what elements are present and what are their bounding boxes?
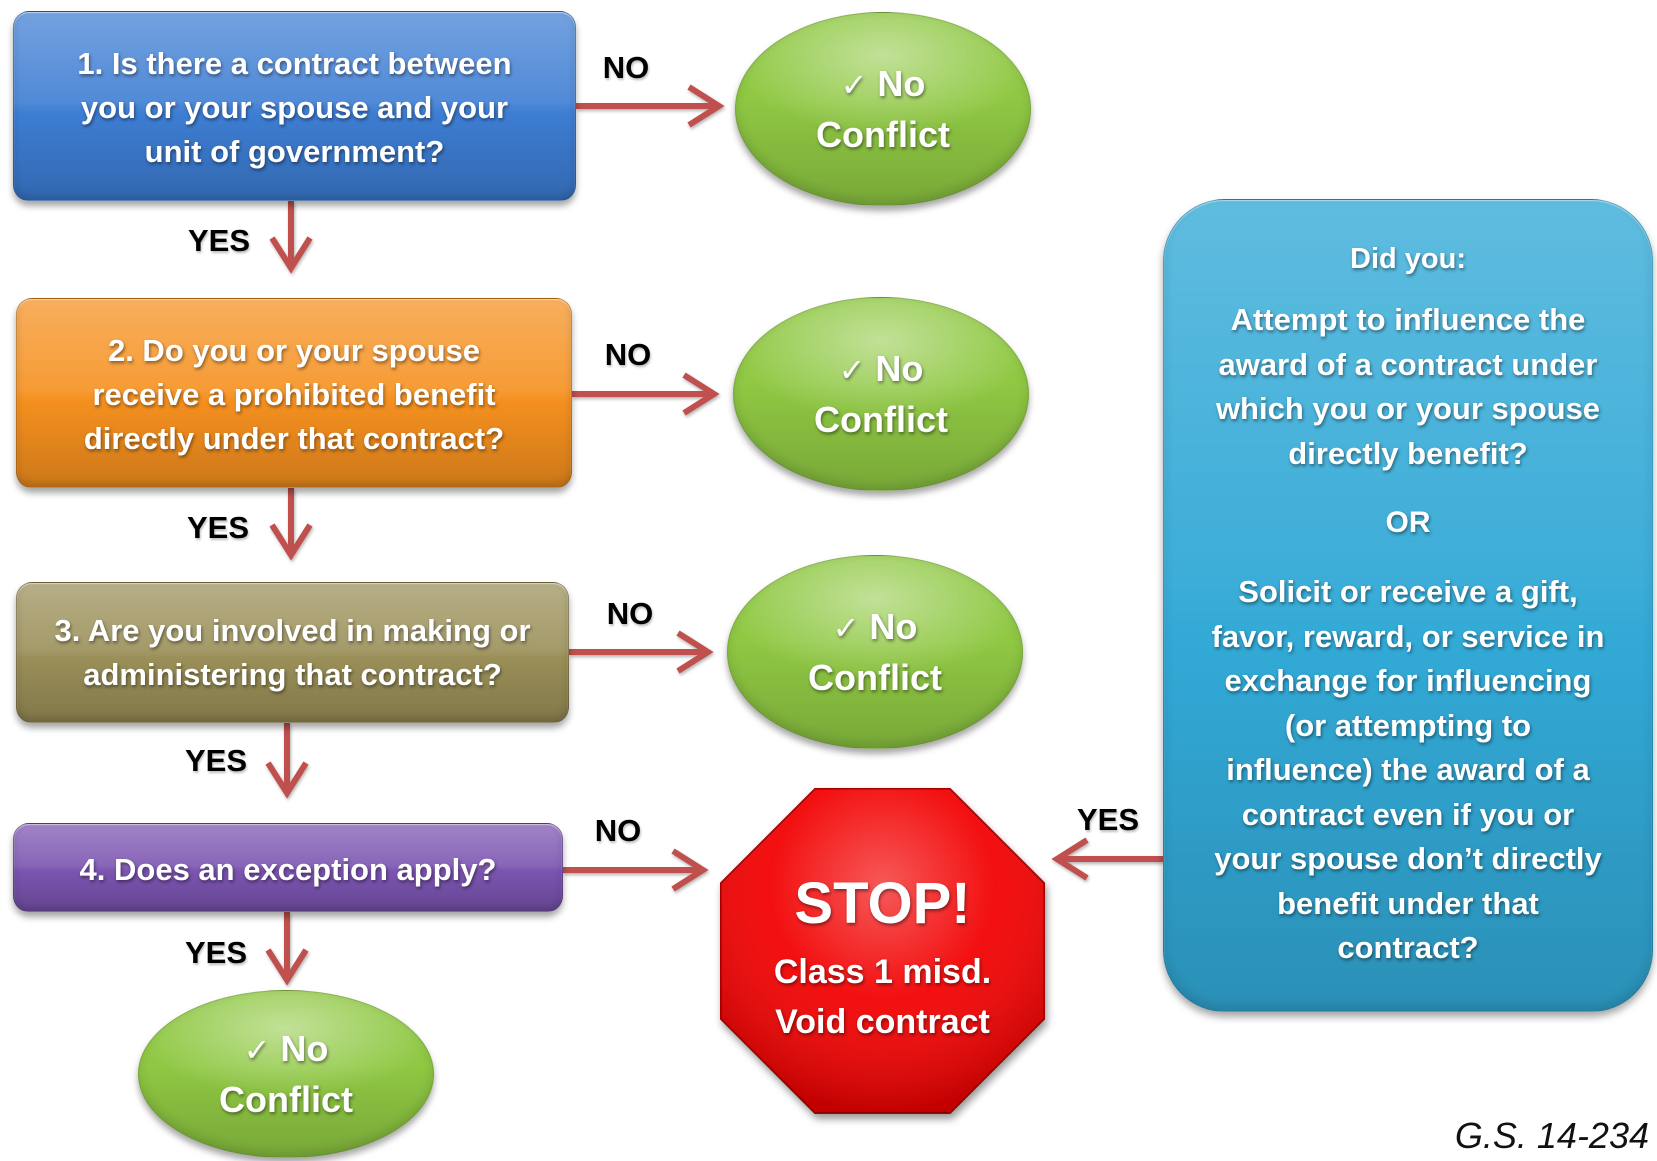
question-2-text-line: 2. Do you or your spouse xyxy=(107,333,481,368)
option-b-line: your spouse don’t directly xyxy=(1214,841,1602,876)
no-conflict-result-2: ✓ No Conflict xyxy=(733,297,1029,491)
question-2-yes-label: YES xyxy=(186,510,250,545)
option-b-line: favor, reward, or service in xyxy=(1211,618,1605,654)
option-b-line: exchange for influencing xyxy=(1224,663,1592,698)
octagon-icon xyxy=(720,788,1045,1114)
question-1-no-label: NO xyxy=(602,50,650,85)
arrow-question-2-yes xyxy=(269,488,313,561)
question-1-yes-label: YES xyxy=(187,223,251,258)
stop-penalty: Class 1 misd. xyxy=(773,953,992,991)
option-b-line: (or attempting to xyxy=(1284,707,1532,743)
no-conflict-result-3: ✓ No Conflict xyxy=(727,555,1023,749)
question-2-text-line: directly under that contract? xyxy=(83,421,505,456)
no-conflict-result-1: ✓ No Conflict xyxy=(735,12,1031,206)
option-b-line: benefit under that xyxy=(1277,885,1539,921)
question-2-no-label: NO xyxy=(604,337,652,372)
no-conflict-word-conflict: Conflict xyxy=(816,114,950,155)
question-3-yes-label: YES xyxy=(184,743,248,778)
no-conflict-word-no: No xyxy=(877,63,926,104)
arrow-question-2-no xyxy=(572,372,720,416)
option-b-line: contract even if you or xyxy=(1241,796,1575,832)
arrow-side-question-yes xyxy=(1051,837,1163,881)
side-question-option-b: Solicit or receive a gift, favor, reward… xyxy=(1164,570,1652,971)
no-conflict-word-no: No xyxy=(280,1028,329,1069)
question-4-no-label: NO xyxy=(594,813,642,848)
side-question-header: Did you: xyxy=(1350,243,1466,275)
statute-citation: G.S. 14-234 xyxy=(1454,1115,1649,1156)
question-2-box: 2. Do you or your spouse receive a prohi… xyxy=(16,298,572,488)
check-icon: ✓ xyxy=(838,351,866,389)
no-conflict-result-4: ✓ No Conflict xyxy=(138,990,434,1158)
arrow-question-4-yes xyxy=(265,912,309,986)
question-3-text-line: 3. Are you involved in making or xyxy=(54,612,531,648)
question-3-text-line: administering that contract? xyxy=(83,656,502,692)
option-b-line: contract? xyxy=(1337,930,1479,965)
question-4-box: 4. Does an exception apply? xyxy=(13,823,563,912)
arrow-question-1-no xyxy=(576,84,725,128)
check-icon: ✓ xyxy=(243,1031,271,1069)
option-b-line: Solicit or receive a gift, xyxy=(1238,574,1578,609)
no-conflict-word-no: No xyxy=(869,606,918,647)
side-question-separator: OR xyxy=(1385,506,1431,539)
option-a-line: award of a contract under xyxy=(1218,346,1598,382)
no-conflict-word-conflict: Conflict xyxy=(219,1079,353,1120)
question-1-text-line: 1. Is there a contract between xyxy=(77,46,512,81)
no-conflict-word-conflict: Conflict xyxy=(808,657,942,698)
no-conflict-word-no: No xyxy=(875,348,924,389)
question-4-text-line: 4. Does an exception apply? xyxy=(79,851,497,887)
question-4-yes-label: YES xyxy=(184,935,248,970)
option-a-line: directly benefit? xyxy=(1288,435,1528,471)
octagon-gloss xyxy=(721,789,1044,1113)
stop-title: STOP! xyxy=(794,871,971,936)
stop-consequence: Void contract xyxy=(775,1003,990,1041)
question-3-no-label: NO xyxy=(606,596,654,631)
option-a-line: Attempt to influence the xyxy=(1230,302,1586,337)
option-a-line: which you or your spouse xyxy=(1215,391,1601,426)
no-conflict-heading: ✓ No xyxy=(841,59,926,110)
arrow-question-3-no xyxy=(569,630,714,674)
check-icon: ✓ xyxy=(840,66,868,104)
question-1-text-line: you or your spouse and your xyxy=(80,90,509,125)
question-1-box: 1. Is there a contract between you or yo… xyxy=(13,11,576,201)
arrow-question-3-yes xyxy=(265,723,309,799)
no-conflict-word-conflict: Conflict xyxy=(814,399,948,440)
check-icon: ✓ xyxy=(832,609,860,647)
stop-sign: STOP! Class 1 misd. Void contract xyxy=(719,787,1046,1115)
question-3-box: 3. Are you involved in making or adminis… xyxy=(16,582,569,723)
question-1-text-line: unit of government? xyxy=(144,134,445,169)
arrow-question-4-no xyxy=(563,848,709,892)
option-b-line: influence) the award of a xyxy=(1226,752,1590,787)
side-question-yes-label: YES xyxy=(1076,802,1140,837)
question-2-text-line: receive a prohibited benefit xyxy=(92,377,496,412)
side-question-option-a: Attempt to influence the award of a cont… xyxy=(1164,298,1652,476)
arrow-question-1-yes xyxy=(269,201,313,274)
no-conflict-heading: ✓ No xyxy=(833,602,918,653)
side-question-box: Did you: Attempt to influence the award … xyxy=(1163,199,1653,1012)
no-conflict-heading: ✓ No xyxy=(839,344,924,395)
no-conflict-heading: ✓ No xyxy=(244,1024,329,1075)
